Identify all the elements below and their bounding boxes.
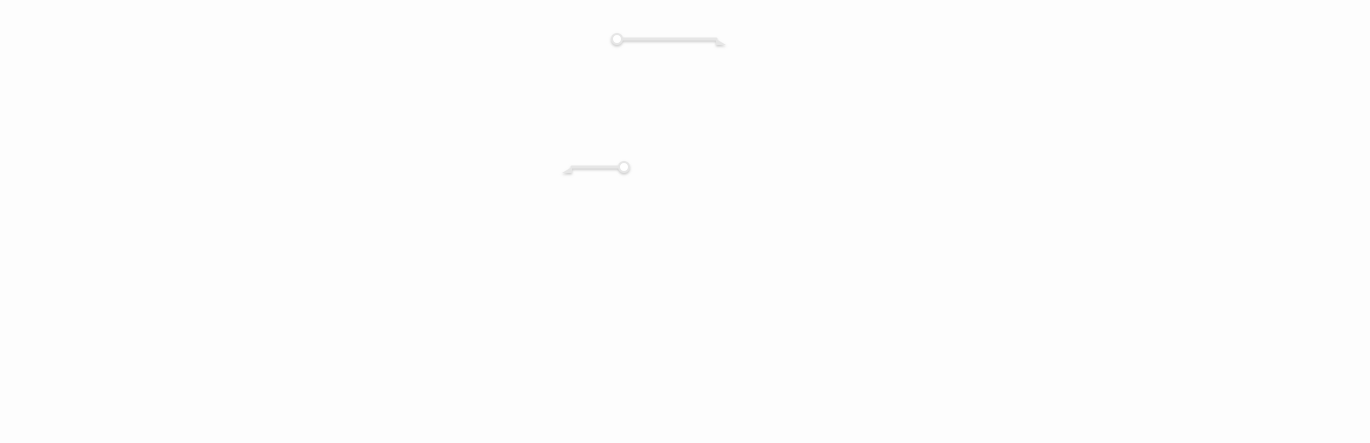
connector-1[interactable]	[611, 33, 726, 45]
connector-2-end-circle-icon[interactable]	[618, 161, 630, 173]
connector-2-start-arrow-icon[interactable]	[562, 167, 572, 173]
connector-1-start-circle-icon[interactable]	[611, 33, 623, 45]
connector-2[interactable]	[562, 161, 630, 173]
connector-1-end-arrow-icon[interactable]	[716, 39, 726, 45]
